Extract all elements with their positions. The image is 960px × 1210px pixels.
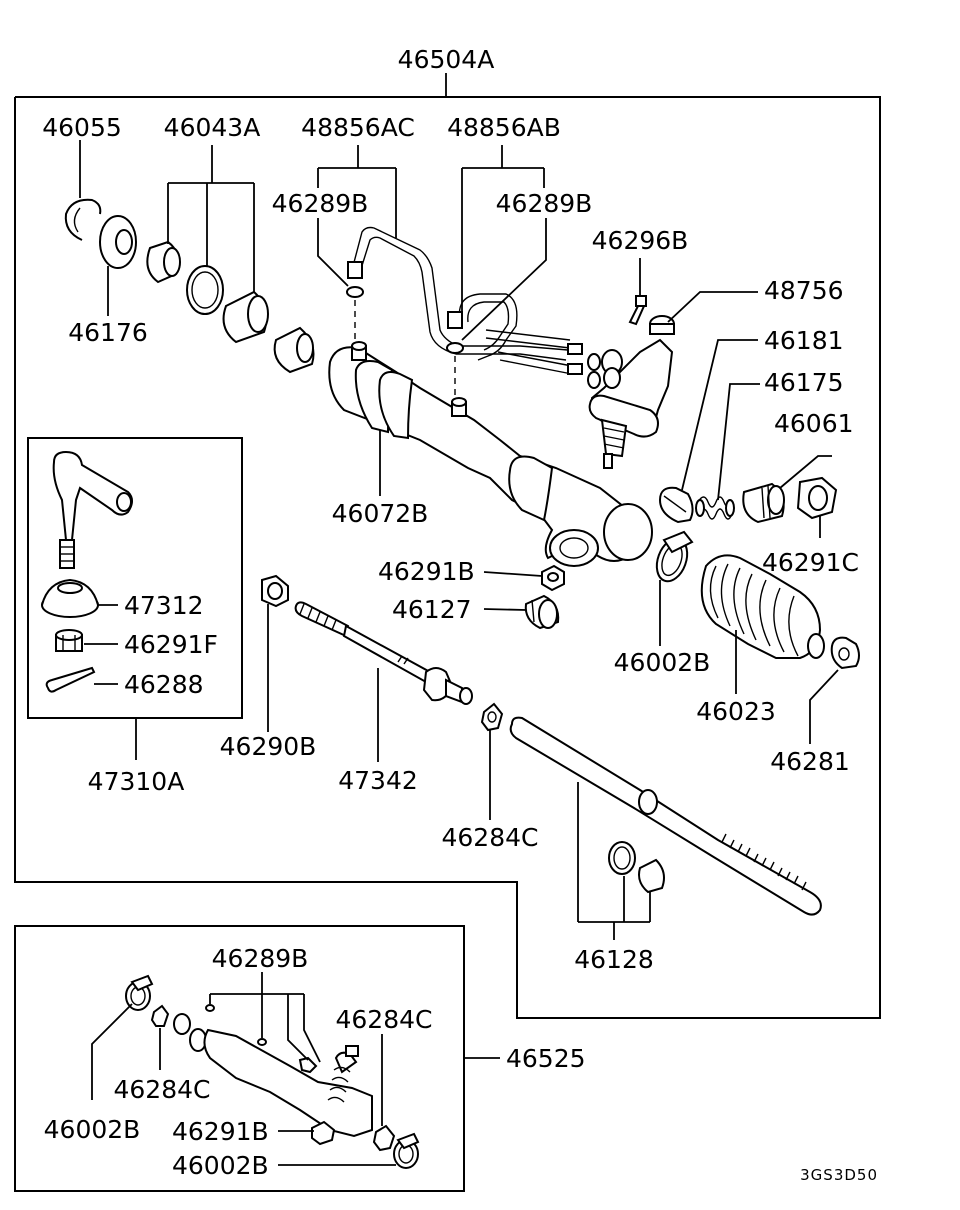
kit-label-46002B-bottom: 46002B — [172, 1151, 269, 1180]
jam-nut-46290B-part — [261, 574, 289, 608]
label-46002B: 46002B — [614, 648, 711, 677]
boot-clamp-46002B-part — [655, 530, 694, 583]
seal-kit-leaders — [91, 972, 396, 1166]
assembly-label: 46504A — [398, 45, 495, 74]
plug-46181-part — [658, 486, 694, 524]
label-48856AB: 48856AB — [447, 113, 561, 142]
label-46291F: 46291F — [124, 630, 218, 659]
label-48856AC: 48856AC — [301, 113, 415, 142]
bolt-46296B-part — [628, 295, 647, 326]
label-46181: 46181 — [764, 326, 844, 355]
label-46291C: 46291C — [762, 548, 859, 577]
kit-label-46291B: 46291B — [172, 1117, 269, 1146]
castle-nut-part — [55, 629, 83, 652]
leaders-rack — [577, 782, 651, 940]
tie-rod-end-subassembly-box — [27, 437, 243, 760]
locknut-46291C-part — [796, 476, 838, 520]
label-46023: 46023 — [696, 697, 776, 726]
main-assembly-frame — [14, 73, 881, 1019]
kit-label-46002B-left: 46002B — [44, 1115, 141, 1144]
label-46290B: 46290B — [220, 732, 317, 761]
leaders-tubes — [317, 145, 547, 341]
kit-label-46284C-left: 46284C — [114, 1075, 211, 1104]
label-47342: 47342 — [338, 766, 418, 795]
tube-o-rings-part — [346, 286, 464, 400]
tie-rod-47342-part — [294, 601, 473, 705]
leaders-tie-rod — [267, 604, 491, 820]
label-46289B-right: 46289B — [496, 189, 593, 218]
bushing-46176-part — [99, 215, 137, 269]
label-46288: 46288 — [124, 670, 204, 699]
seal-kit-label: 46525 — [506, 1044, 586, 1073]
leaders-right-end — [681, 339, 832, 538]
figure-code: 3GS3D50 — [800, 1166, 878, 1184]
label-48756: 48756 — [764, 276, 844, 305]
label-46043A: 46043A — [164, 113, 261, 142]
leaders-left-seals — [79, 140, 255, 316]
label-47310A: 47310A — [88, 767, 185, 796]
dust-cover-part — [41, 578, 99, 618]
nut-46291B-part — [541, 564, 565, 592]
label-46291B: 46291B — [378, 557, 475, 586]
label-46296B: 46296B — [592, 226, 689, 255]
pinion-nut-48756-part — [649, 315, 675, 335]
label-46175: 46175 — [764, 368, 844, 397]
label-46128: 46128 — [574, 945, 654, 974]
rack-housing-part — [328, 341, 653, 567]
label-46289B-left: 46289B — [272, 189, 369, 218]
rack-boot-46023-part — [700, 554, 825, 659]
cotter-pin-part — [45, 666, 96, 693]
rack-shaft-46128-part — [509, 716, 822, 916]
lock-washer-46284C-part — [480, 702, 504, 732]
seal-set-46043A-part — [146, 240, 315, 374]
leaders-valve — [639, 258, 758, 323]
label-46127: 46127 — [392, 595, 472, 624]
kit-label-46284C-right: 46284C — [336, 1005, 433, 1034]
label-46281: 46281 — [770, 747, 850, 776]
yoke-plug-46061-part — [742, 482, 785, 524]
snap-ring-part — [64, 198, 102, 241]
leaders-boot — [659, 580, 839, 744]
label-46072B: 46072B — [332, 499, 429, 528]
label-46176: 46176 — [68, 318, 148, 347]
tie-rod-end-part — [52, 450, 133, 569]
seal-kit-parts — [125, 974, 420, 1169]
label-47312: 47312 — [124, 591, 204, 620]
label-46061: 46061 — [774, 409, 854, 438]
pressure-tubes-part — [347, 226, 583, 375]
valve-housing-part — [587, 338, 674, 469]
clip-46281-part — [830, 636, 860, 670]
label-46284C: 46284C — [442, 823, 539, 852]
kit-label-46289B: 46289B — [212, 944, 309, 973]
spring-46175-part — [695, 496, 735, 520]
bushing-46127-part — [524, 594, 560, 630]
seal-kit-box — [14, 925, 500, 1192]
label-46055: 46055 — [42, 113, 122, 142]
